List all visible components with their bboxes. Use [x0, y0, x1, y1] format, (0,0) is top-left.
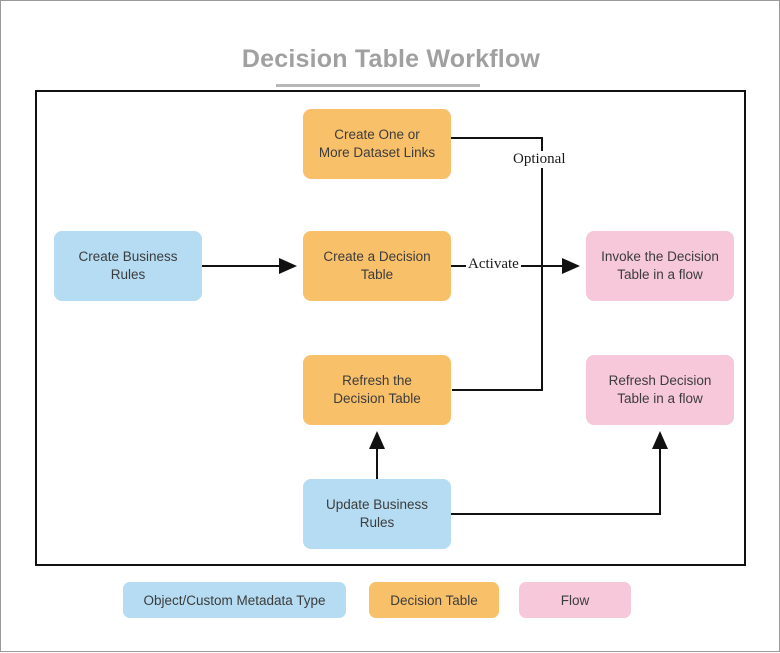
diagram-frame — [35, 90, 746, 566]
legend-item-decision-table[interactable]: Decision Table — [369, 582, 499, 618]
legend: Object/Custom Metadata Type Decision Tab… — [1, 582, 780, 618]
legend-item-flow[interactable]: Flow — [519, 582, 631, 618]
page-title: Decision Table Workflow — [241, 45, 541, 73]
legend-item-object-custom-metadata-type[interactable]: Object/Custom Metadata Type — [123, 582, 346, 618]
edge-label-activate: Activate — [466, 256, 521, 273]
node-create-business-rules[interactable]: Create Business Rules — [54, 231, 202, 301]
node-update-business-rules[interactable]: Update Business Rules — [303, 479, 451, 549]
node-invoke-the-decision-table-in-a-flow[interactable]: Invoke the Decision Table in a flow — [586, 231, 734, 301]
node-create-a-decision-table[interactable]: Create a Decision Table — [303, 231, 451, 301]
node-refresh-decision-table-in-a-flow[interactable]: Refresh Decision Table in a flow — [586, 355, 734, 425]
node-refresh-the-decision-table[interactable]: Refresh the Decision Table — [303, 355, 451, 425]
title-underline — [276, 84, 480, 87]
node-create-one-or-more-dataset-links[interactable]: Create One or More Dataset Links — [303, 109, 451, 179]
edge-label-optional: Optional — [511, 151, 568, 168]
